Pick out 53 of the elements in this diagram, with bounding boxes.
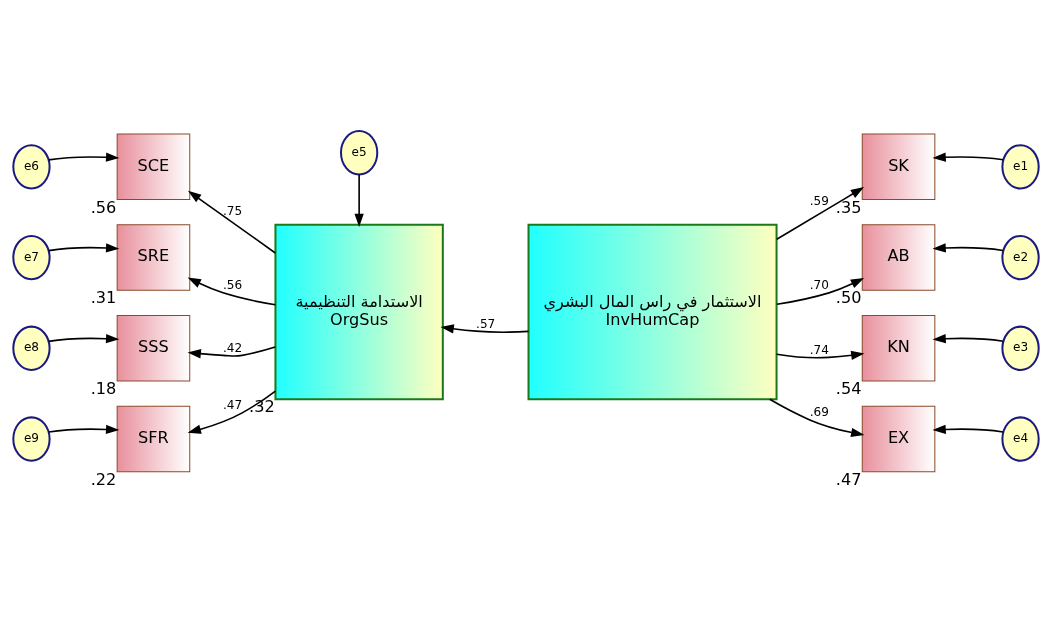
node-ellipse: e8 (12, 325, 51, 371)
node-box: SK (861, 133, 936, 201)
node-ellipse: e1 (1001, 144, 1040, 190)
edge-label: .69 (809, 405, 830, 420)
arrow (354, 173, 364, 228)
node-label: .56 (90, 197, 117, 217)
node-ellipse: e4 (1001, 416, 1040, 462)
arrow (932, 152, 1004, 162)
arrow (440, 324, 530, 334)
edge-label: .56 (222, 278, 243, 293)
node-label: .54 (835, 378, 862, 398)
node-ellipse: e2 (1001, 234, 1040, 281)
node-label: .50 (835, 288, 862, 308)
arrow (775, 350, 865, 360)
node-label: .47 (835, 469, 862, 489)
edge-label: .47 (222, 398, 243, 413)
node-label: .35 (835, 197, 862, 217)
arrow (932, 424, 1004, 435)
node-ellipse: e3 (1001, 325, 1040, 371)
arrow (776, 277, 865, 306)
arrow (775, 187, 865, 241)
node-box: SSS (116, 315, 191, 382)
edge-label: .57 (476, 316, 496, 331)
arrow (187, 277, 277, 306)
node-label: .22 (90, 469, 117, 489)
node-label: .31 (90, 288, 117, 308)
node-box: SCE (116, 133, 191, 201)
node-label: .18 (90, 378, 117, 398)
arrow (187, 190, 277, 254)
arrow (932, 334, 1004, 344)
arrow (187, 390, 277, 434)
node-box: KN (861, 315, 936, 382)
edge-label: .70 (809, 278, 830, 293)
arrow (187, 346, 277, 359)
arrow (47, 152, 120, 162)
node-label: .32 (249, 397, 275, 417)
arrow (932, 243, 1004, 253)
node-box: SRE (116, 224, 191, 291)
node-ellipse: e7 (12, 234, 51, 281)
edge-label: .74 (809, 342, 830, 357)
arrow (47, 243, 120, 253)
arrow (47, 424, 120, 435)
arrow (47, 334, 120, 344)
arrow (768, 398, 865, 438)
node-ellipse: e5 (340, 130, 379, 176)
edge-label: .42 (222, 340, 243, 355)
node-ellipse: e6 (12, 144, 51, 190)
edge-label: .59 (809, 193, 830, 208)
node-ellipse: e9 (12, 416, 51, 462)
edge-label: .75 (222, 203, 243, 218)
node-box: SFR (116, 405, 191, 473)
node-box: AB (861, 224, 936, 291)
node-box: EX (861, 405, 936, 473)
